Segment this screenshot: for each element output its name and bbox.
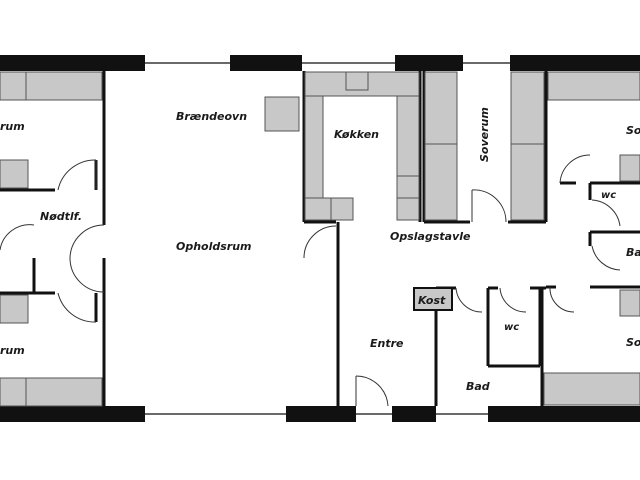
middle-bedroom-doors bbox=[471, 189, 507, 223]
room-label-right-bottom: So bbox=[626, 336, 640, 349]
room-label-opslagstavle: Opslagstavle bbox=[390, 230, 471, 243]
room-label-kost: Kost bbox=[418, 294, 446, 307]
room-label-left-bottom: rum bbox=[0, 344, 25, 357]
kitchen-walls bbox=[302, 71, 422, 406]
middle-bedroom-walls bbox=[422, 71, 548, 224]
left-wing-doors bbox=[0, 159, 105, 323]
room-label-entre: Entre bbox=[370, 337, 404, 350]
room-label-right-top: So bbox=[626, 124, 640, 137]
room-label-koekken: Køkken bbox=[334, 128, 379, 141]
middle-bedroom-fixtures bbox=[424, 71, 545, 221]
room-label-left-top: rum bbox=[0, 120, 25, 133]
room-label-bad-center: Bad bbox=[466, 380, 490, 393]
right-wing-fixtures bbox=[543, 71, 640, 406]
kitchen-fixtures bbox=[264, 71, 420, 221]
glazing-lines bbox=[145, 62, 510, 415]
room-label-opholdsrum: Opholdsrum bbox=[176, 240, 252, 253]
exterior-walls bbox=[0, 55, 640, 422]
room-label-noedtlf: Nødtlf. bbox=[40, 210, 82, 223]
left-wing-fixtures bbox=[0, 71, 103, 407]
room-label-soverum-middle: Soverum bbox=[478, 107, 491, 162]
room-label-wc-center: wc bbox=[504, 322, 519, 333]
central-doors bbox=[303, 225, 527, 407]
room-label-right-bad: Ba bbox=[626, 246, 640, 259]
kost-closet bbox=[413, 287, 453, 311]
right-wing-doors bbox=[549, 154, 621, 313]
room-label-right-wc: wc bbox=[601, 190, 616, 201]
room-labels: rum rum Nødtlf. Brændeovn Opholdsrum Køk… bbox=[0, 107, 640, 393]
right-wing-walls bbox=[540, 181, 640, 406]
central-walls bbox=[434, 286, 546, 406]
room-label-braendeovn: Brændeovn bbox=[176, 110, 247, 123]
